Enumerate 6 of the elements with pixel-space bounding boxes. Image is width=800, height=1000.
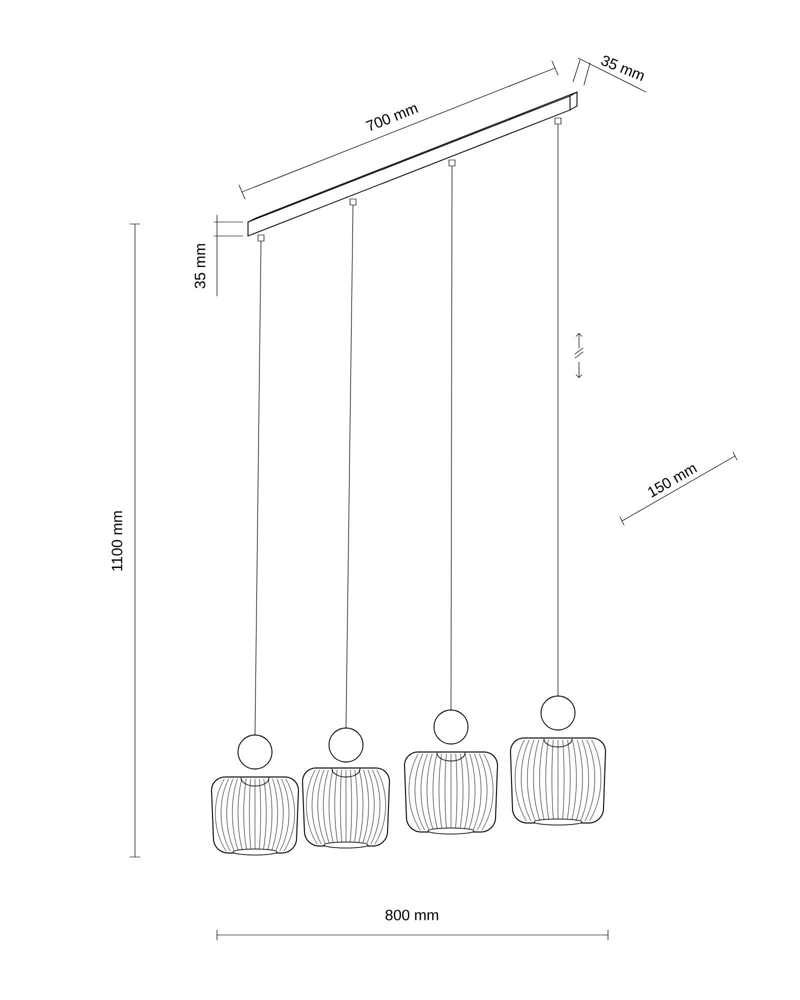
dimension-label: 1100 mm — [112, 511, 122, 571]
dimension-label: 700 mm — [366, 105, 418, 131]
dimension-label: 35 mm — [601, 56, 644, 81]
dimension-label: 35 mm — [194, 244, 206, 288]
dimension-label: 150 mm — [648, 465, 698, 498]
dimension-label: 800 mm — [386, 910, 438, 920]
